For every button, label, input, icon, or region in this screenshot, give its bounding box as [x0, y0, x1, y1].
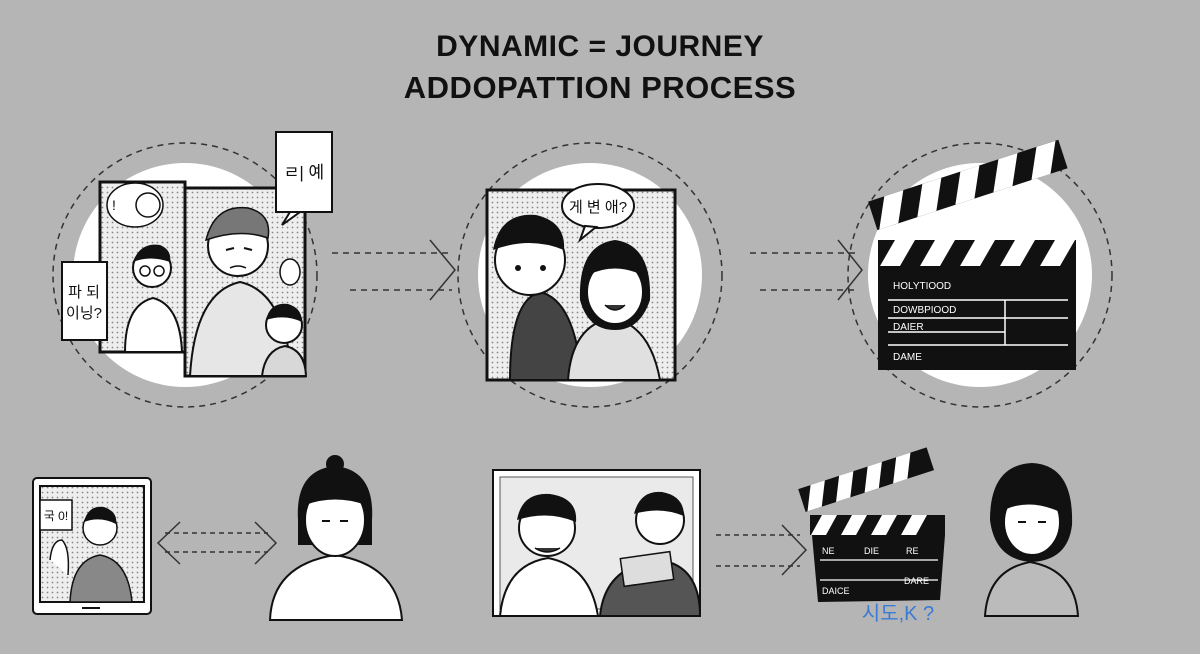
bubble-left-text-2: 이닝? — [66, 305, 102, 322]
slate-line-1: HOLYTIOOD — [893, 281, 951, 292]
small-slate-dare: DARE — [904, 576, 929, 586]
bubble-small-text: ! — [112, 197, 116, 213]
slate-line-4: DAME — [893, 352, 922, 363]
dashed-ring-3 — [847, 142, 1113, 408]
small-slate-daice: DAICE — [822, 586, 850, 596]
small-slate-die: DIE — [864, 546, 879, 556]
title-line-1: DYNAMIC = JOURNEY — [436, 30, 764, 63]
young-man-hoodie-figure — [188, 206, 294, 377]
bubble-center-text: 게 변 애? — [569, 199, 627, 216]
dashed-ring-2 — [457, 142, 723, 408]
speech-bubble-right: ㄹ| 예 — [275, 131, 333, 226]
arrow-stage2-to-stage3 — [750, 239, 863, 301]
boy-figure — [493, 214, 584, 381]
speech-bubble-left: 파 되 이닝? — [61, 261, 108, 341]
slate-line-2: DOWBPIOOD — [893, 305, 956, 316]
bubble-left-text-1: 파 되 — [68, 284, 100, 301]
girl-bottom-figure — [268, 455, 404, 621]
arrow-bottom-right — [716, 524, 808, 576]
small-slate-re: RE — [906, 546, 919, 556]
title-line-2: ADDOPATTION PROCESS — [403, 70, 797, 105]
double-arrow — [156, 521, 278, 565]
slate-line-3: DAIER — [893, 322, 924, 333]
dashed-ring-1 — [52, 142, 318, 408]
bottom-comic-panel — [492, 469, 702, 617]
tablet-device: 국 0! — [32, 477, 152, 615]
arrow-stage1-to-stage2 — [332, 239, 456, 301]
girl-figure — [566, 240, 662, 381]
stage-3-clapperboard: HOLYTIOOD DOWBPIOOD DAIER DAME — [847, 139, 1113, 408]
bubble-right-text: ㄹ| 예 — [284, 163, 324, 182]
person-bottom-right-figure — [983, 463, 1080, 617]
clapper-arm-top — [868, 139, 1068, 231]
boy-with-glasses-figure — [123, 244, 184, 353]
small-slate-ne: NE — [822, 546, 835, 556]
blue-caption: 시도,K ? — [862, 603, 934, 625]
speech-bubble-center: 게 변 애? — [561, 183, 635, 244]
small-boy-figure — [260, 303, 308, 377]
tablet-speech-bubble — [39, 499, 73, 531]
stage-2-comic-panel: 게 변 애? — [457, 142, 723, 408]
stage-1-comic-panel: ! ㄹ| 예 파 되 이닝? — [52, 131, 333, 408]
small-clapperboard: NE DIE RE DAICE DARE — [798, 447, 945, 602]
tablet-bubble-text: 국 0! — [44, 509, 68, 523]
